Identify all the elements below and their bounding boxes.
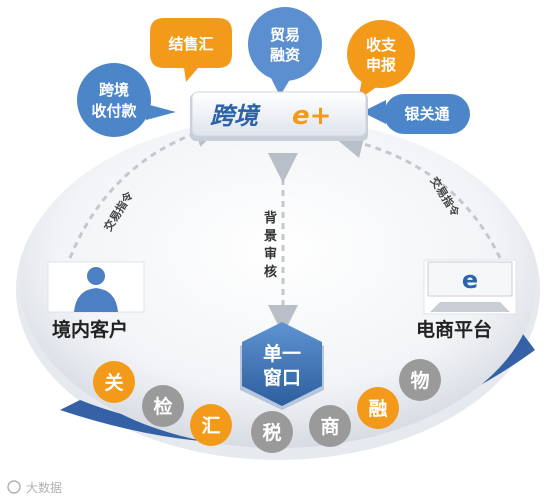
person-icon <box>74 267 118 312</box>
center-label-char: 景 <box>264 229 277 244</box>
single-window-line: 单一 <box>263 342 301 365</box>
bubble-label-line: 收付款 <box>91 102 137 120</box>
center-label-char: 审 <box>264 246 277 262</box>
chip-wu: 物 <box>399 359 441 401</box>
domestic-customer-node: 境内客户 <box>47 261 145 341</box>
chip-rong: 融 <box>357 387 399 429</box>
bubble-jieshouhui: 结售汇 <box>150 18 232 82</box>
chip-label: 商 <box>320 415 339 438</box>
chip-label: 物 <box>410 369 429 392</box>
bubble-label-line: 申报 <box>366 56 396 74</box>
chip-label: 检 <box>153 395 172 418</box>
single-window-line: 窗口 <box>263 366 301 389</box>
hub-box: 跨境 e+ <box>190 91 368 141</box>
hub-title-en: e+ <box>292 101 331 131</box>
chip-jian: 检 <box>142 385 184 427</box>
ecommerce-platform-node: e 电商平台 <box>416 259 517 341</box>
bubble-label-line: 跨境 <box>99 81 129 99</box>
chip-label: 税 <box>262 421 281 444</box>
center-label-char: 背 <box>264 210 277 226</box>
left-arrow <box>68 118 225 259</box>
bubble-label-line: 收支 <box>366 36 397 54</box>
chip-label: 融 <box>368 398 387 420</box>
domestic-customer-label: 境内客户 <box>52 318 128 341</box>
bubble-yinguantong: 银关通 <box>362 94 470 134</box>
chip-guan: 关 <box>93 361 135 403</box>
chip-label: 汇 <box>201 415 220 437</box>
monitor-e-icon: e <box>462 266 478 294</box>
bubble-label-line: 融资 <box>270 46 300 64</box>
chip-label: 关 <box>104 371 123 394</box>
chip-hui: 汇 <box>190 404 232 446</box>
bubble-label-line: 贸易 <box>270 26 300 44</box>
single-window-hexagon: 单一 窗口 <box>240 322 324 410</box>
chip-shang: 商 <box>309 405 351 447</box>
watermark: 大数据 <box>7 480 62 495</box>
bubble-kuajing-shoufukuan: 跨境 收付款 <box>77 63 176 137</box>
monitor-stand-icon <box>430 302 510 312</box>
chip-shui: 税 <box>251 411 293 453</box>
right-arrow <box>333 128 502 259</box>
ecommerce-platform-label: 电商平台 <box>416 318 492 341</box>
watermark-text: 大数据 <box>26 480 62 495</box>
hub-title-cn: 跨境 <box>210 102 261 130</box>
center-arrow-label: 背 景 审 核 <box>264 210 277 280</box>
bubble-shouzhi-shenbao: 收支 申报 <box>347 20 415 100</box>
bubble-label: 银关通 <box>404 105 449 123</box>
arrows <box>68 118 502 335</box>
watermark-icon <box>7 480 21 494</box>
bubble-label: 结售汇 <box>168 35 213 53</box>
bubble-maoyi-rongzi: 贸易 融资 <box>248 7 322 96</box>
center-label-char: 核 <box>264 264 277 280</box>
